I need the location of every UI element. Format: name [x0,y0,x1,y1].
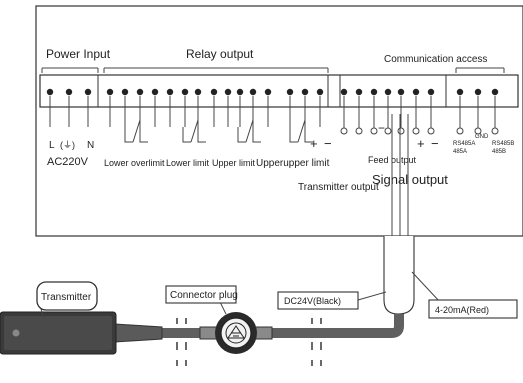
terminal-screw [474,88,482,96]
power-ground-label: (⏚) [60,140,75,150]
comm-bracket [455,67,505,73]
relay-output-title: Relay output [186,47,254,61]
dc-label: DC24V(Black) [284,296,341,306]
terminal-screw [65,88,73,96]
relay-label-upperupper-limit: Upperupper limit [256,158,330,169]
terminal-screw [370,88,378,96]
signal-lead-wires [391,114,409,250]
terminal-screw [264,88,272,96]
terminal-screw [194,88,202,96]
terminal-screw [181,88,189,96]
terminal-screw [384,88,392,96]
terminal-leads [49,96,499,135]
terminal-screw [121,88,129,96]
terminal-block [39,74,519,108]
terminal-dividers [97,75,447,107]
terminal-end-ring [456,127,464,135]
relay-bracket [103,67,329,73]
terminal-screw [46,88,54,96]
connector-leader [219,301,227,315]
terminal-screws [46,88,499,96]
terminal-end-ring [412,127,420,135]
terminal-screw [412,88,420,96]
terminal-screw [84,88,92,96]
relay-label-lower-overlimit: Lower overlimit [104,158,165,168]
terminal-screw [166,88,174,96]
terminal-screw [427,88,435,96]
transmitter-icon [0,311,163,355]
dc-leader [357,291,387,301]
power-voltage-label: AC220V [47,156,89,168]
connector-plug-icon [199,312,273,354]
terminal-screw [286,88,294,96]
terminal-screw [210,88,218,96]
relay-contacts [124,119,313,143]
current-leader [411,271,441,303]
comm-485b-label: 485B [492,149,506,155]
terminal-screw [491,88,499,96]
transmitter-label: Transmitter [41,292,92,303]
transmitter-output-label: Transmitter output [298,182,379,193]
comm-485a-label: 485A [453,149,467,155]
power-bracket [41,67,99,73]
connector-label-box [165,285,237,304]
connector-label: Connector plug [170,290,238,301]
current-label: 4-20mA(Red) [435,305,489,315]
terminal-end-ring [427,127,435,135]
relay-label-lower-limit: Lower limit [166,158,210,168]
terminal-screw [301,88,309,96]
terminal-screw [151,88,159,96]
terminal-screw [340,88,348,96]
signal-output-label: Signal output [372,172,448,187]
comm-rs485b-label: RS485B [492,141,514,147]
terminal-screw [106,88,114,96]
communication-title: Communication access [384,54,487,65]
transmitter-minus-label: − [324,136,332,151]
terminal-end-ring [370,127,378,135]
current-label-box [428,299,518,319]
main-cable [160,314,404,338]
dc-label-box [277,291,359,310]
signal-plus-label: + [417,136,425,151]
cable-break-marks [176,318,322,366]
terminal-end-ring [384,127,392,135]
transmitter-label-box [36,281,98,311]
terminal-screw [236,88,244,96]
power-l-label: L [49,140,55,151]
power-input-title: Power Input [46,47,111,61]
terminal-screw [316,88,324,96]
terminal-end-ring [397,127,405,135]
comm-rs485a-label: RS485A [453,141,475,147]
terminal-end-ring [474,127,482,135]
terminal-screw [355,88,363,96]
terminal-screw [136,88,144,96]
power-n-label: N [87,140,94,151]
terminal-end-ring [340,127,348,135]
transmitter-plus-label: + [310,136,318,151]
relay-label-upper-limit: Upper limit [212,158,256,168]
signal-minus-label: − [378,121,385,135]
comm-gnd-label: GND [475,134,489,140]
terminal-screw [224,88,232,96]
signal-minus-label-2: − [431,136,439,151]
terminal-screw [456,88,464,96]
terminal-screw [397,88,405,96]
terminal-end-ring [491,127,499,135]
instrument-panel [35,5,523,237]
terminal-screw [249,88,257,96]
terminal-end-ring [355,127,363,135]
signal-cable-jacket [383,236,415,315]
